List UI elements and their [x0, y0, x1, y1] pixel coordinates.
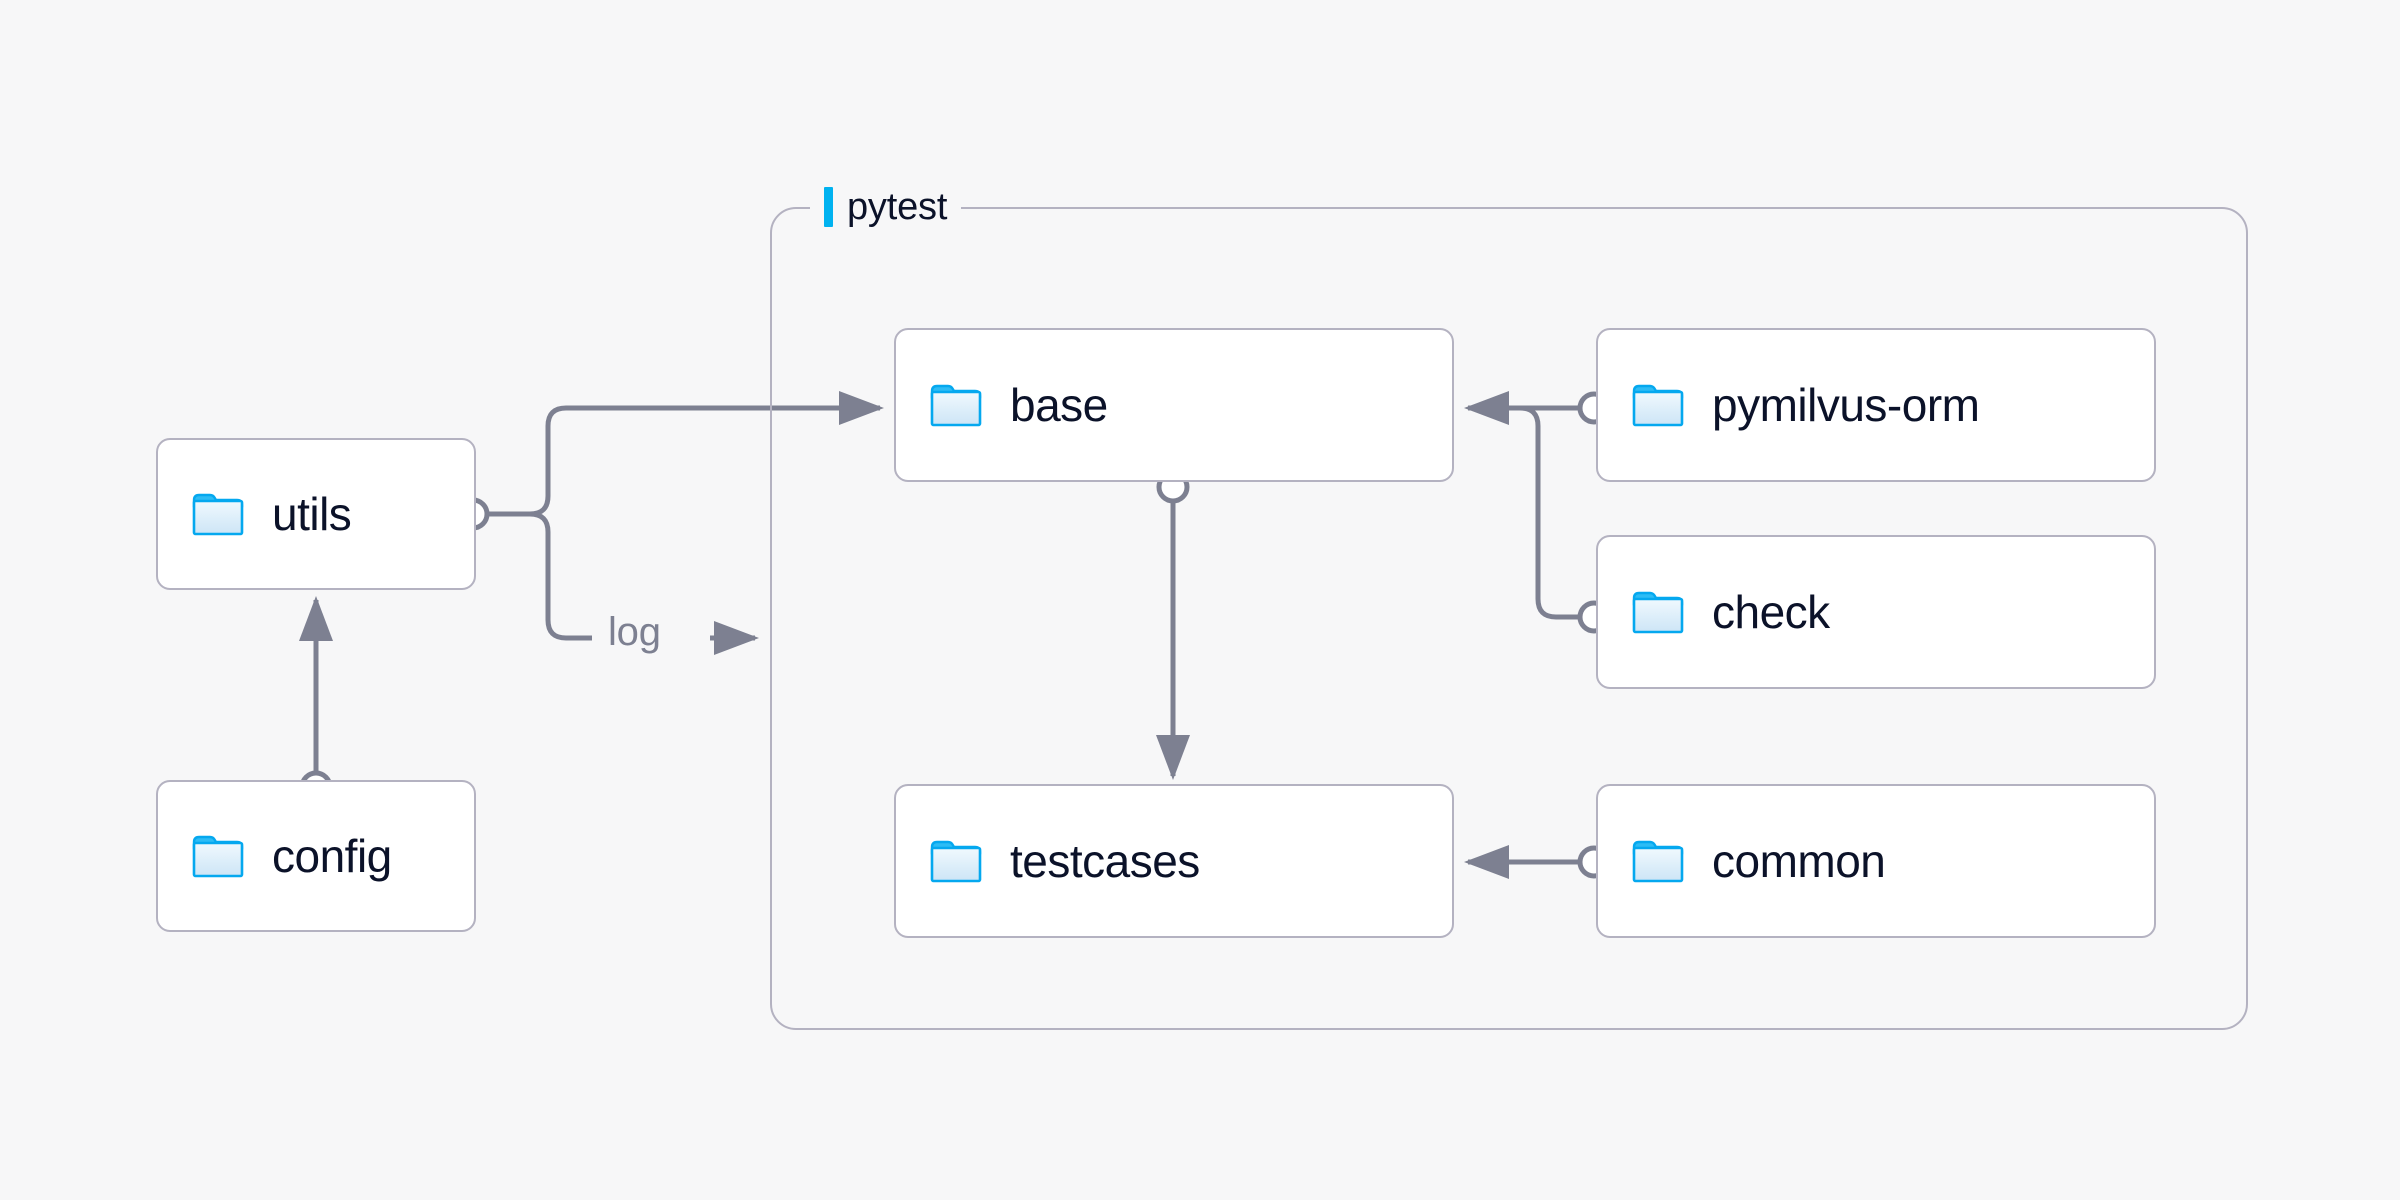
folder-icon	[1632, 384, 1684, 427]
node-check[interactable]: check	[1596, 535, 2156, 689]
folder-icon	[192, 493, 244, 536]
folder-icon	[930, 384, 982, 427]
group-title-text: pytest	[847, 186, 948, 228]
node-label: pymilvus-orm	[1712, 379, 1980, 431]
node-utils[interactable]: utils	[156, 438, 476, 590]
edge-label-log: log	[598, 612, 671, 652]
node-label: utils	[272, 488, 352, 540]
folder-icon	[192, 835, 244, 878]
accent-bar-icon	[824, 187, 833, 227]
node-label: base	[1010, 379, 1108, 431]
node-label: check	[1712, 586, 1830, 638]
group-pytest[interactable]	[770, 207, 2248, 1030]
node-common[interactable]: common	[1596, 784, 2156, 938]
folder-icon	[1632, 591, 1684, 634]
node-pymilvus-orm[interactable]: pymilvus-orm	[1596, 328, 2156, 482]
node-label: testcases	[1010, 835, 1200, 887]
node-testcases[interactable]: testcases	[894, 784, 1454, 938]
node-config[interactable]: config	[156, 780, 476, 932]
edge-utils-to-log	[529, 511, 592, 641]
node-label: common	[1712, 835, 1886, 887]
group-pytest-label: pytest	[810, 185, 962, 229]
node-base[interactable]: base	[894, 328, 1454, 482]
folder-icon	[930, 840, 982, 883]
folder-icon	[1632, 840, 1684, 883]
node-label: config	[272, 830, 392, 882]
